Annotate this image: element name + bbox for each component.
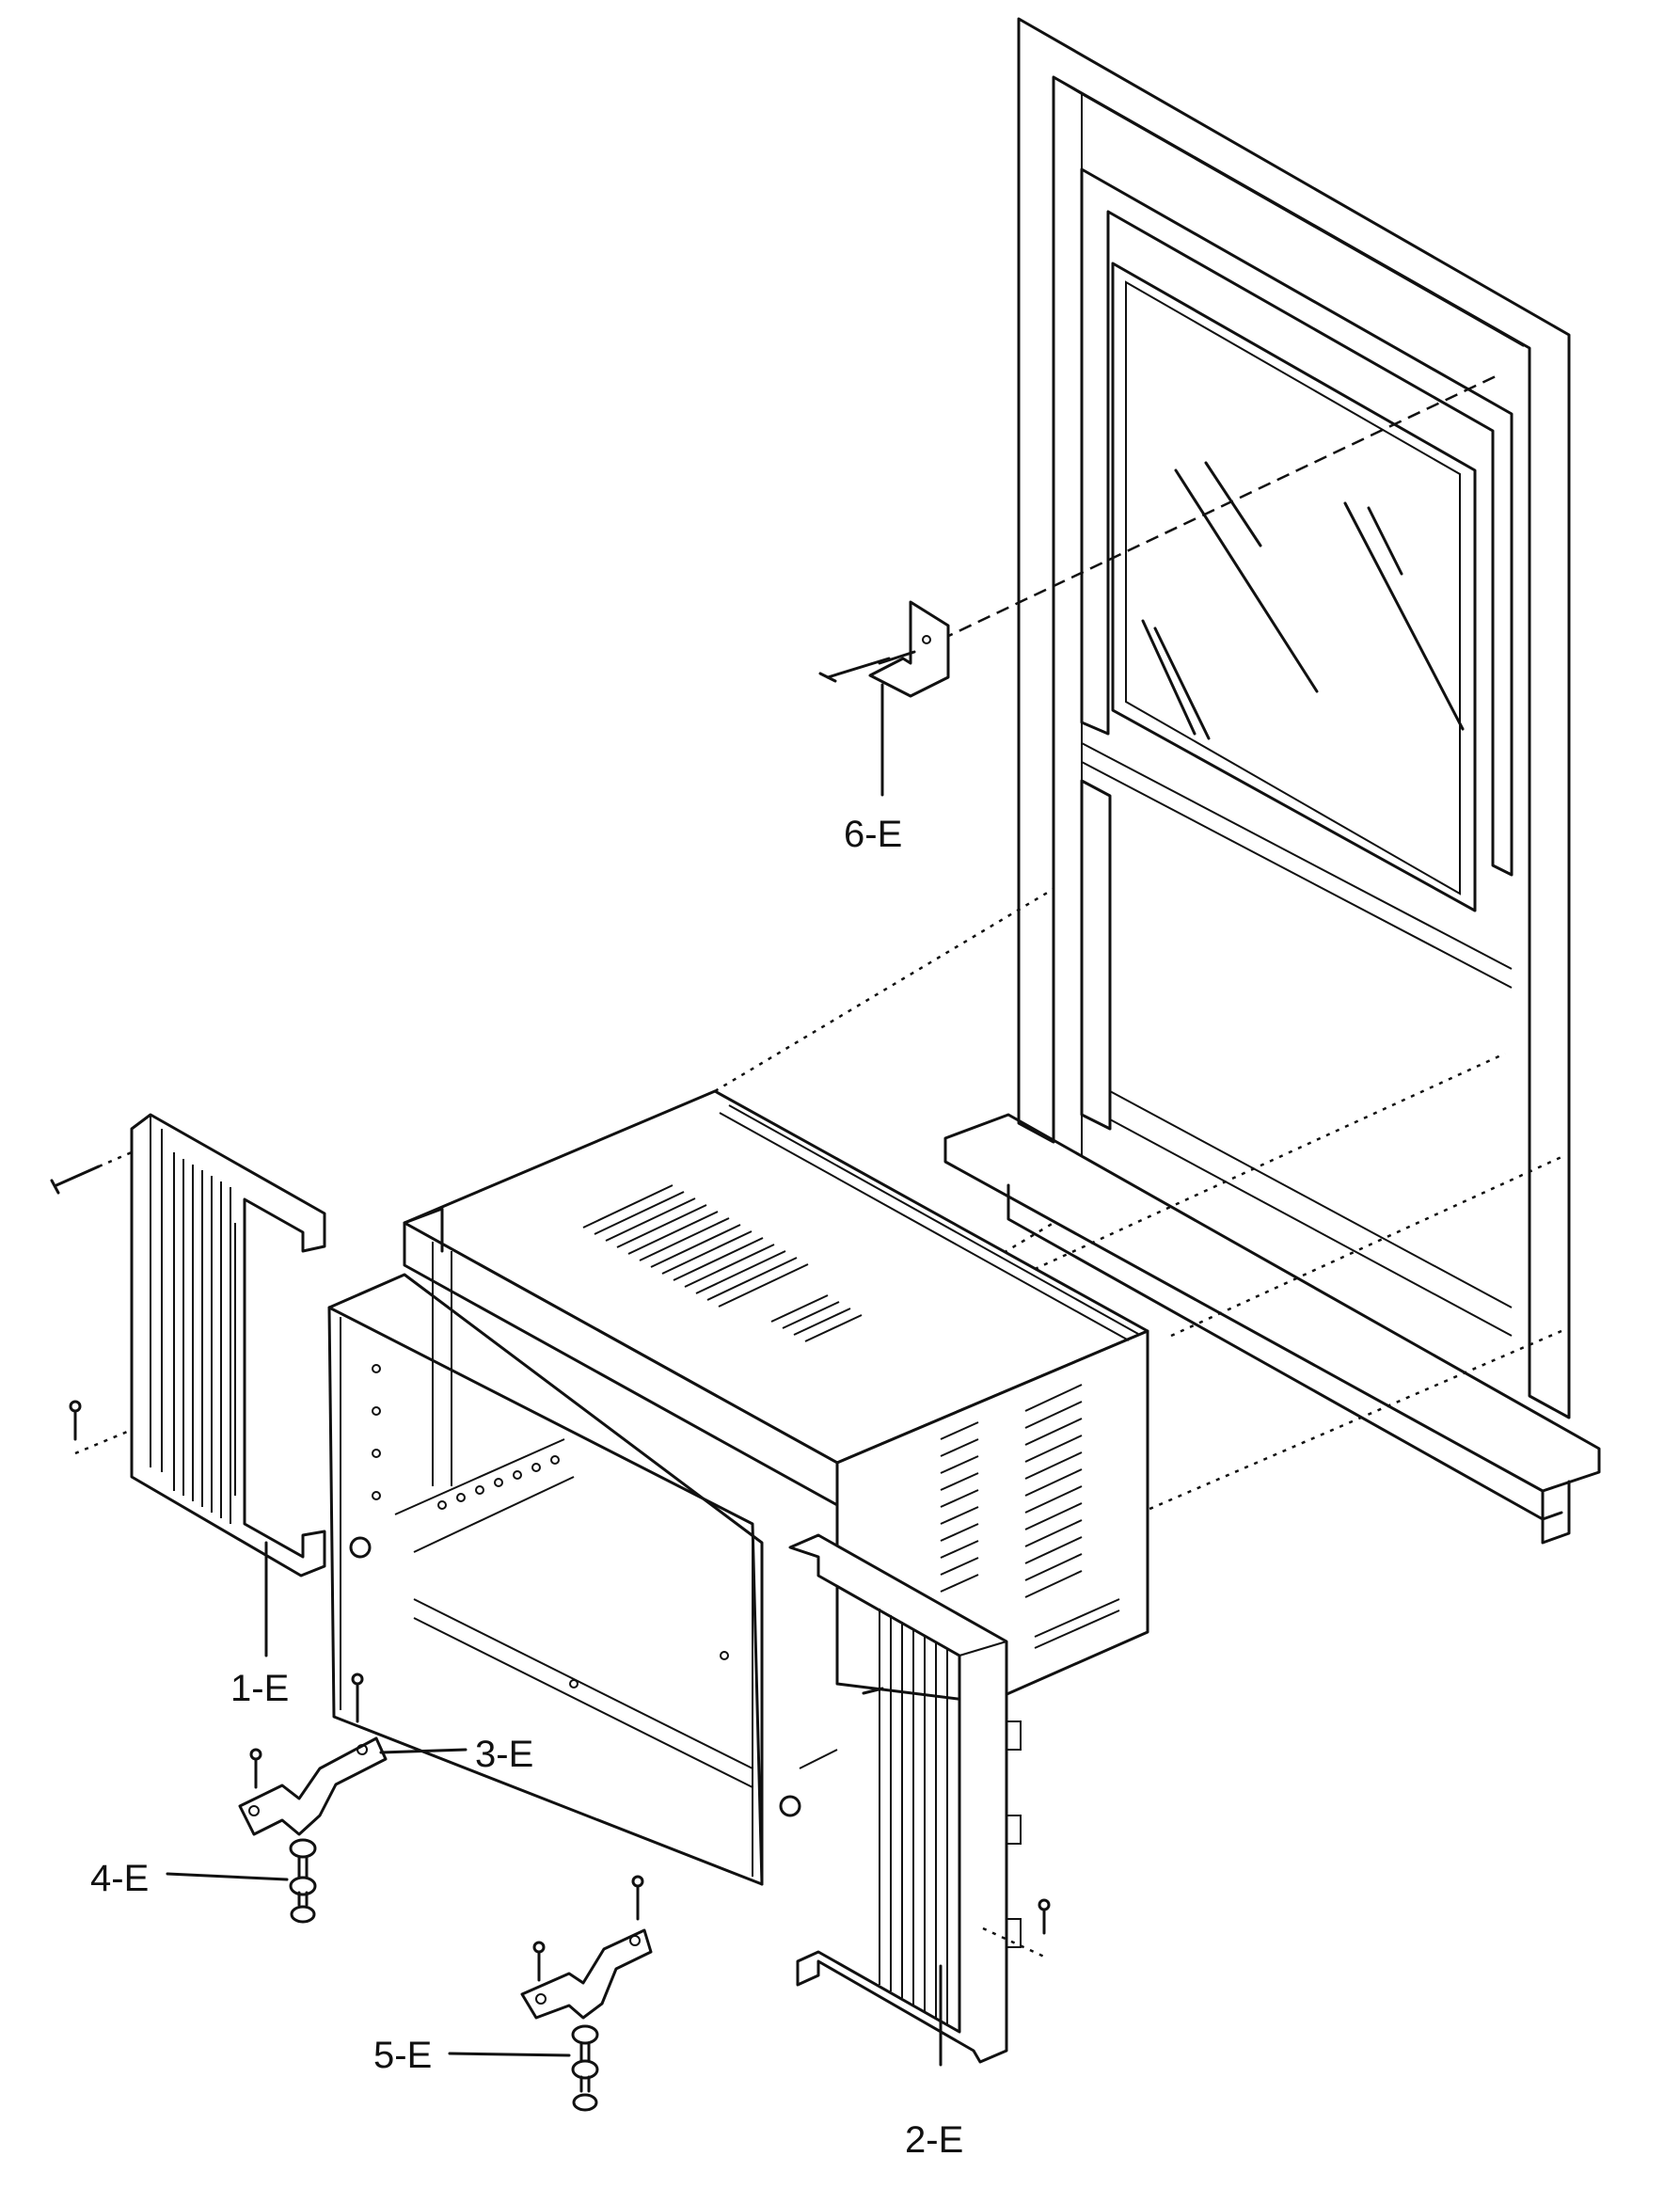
callout-label-2e: 2-E	[905, 2119, 963, 2161]
callout-label-3e: 3-E	[475, 1734, 533, 1775]
callout-label-1e: 1-E	[230, 1668, 289, 1709]
bolt-5e	[448, 2024, 599, 2112]
air-conditioner-unit	[327, 1089, 1149, 1886]
callout-label-6e: 6-E	[844, 814, 902, 855]
side-curtain-2e	[788, 1533, 1051, 2067]
callout-label-4e: 4-E	[90, 1858, 149, 1899]
support-bracket-lower	[520, 1875, 653, 2020]
angle-bracket-6e	[818, 600, 950, 797]
window-assembly	[943, 17, 1601, 1545]
side-curtain-1e	[50, 1113, 326, 1657]
support-bracket-3e	[238, 1673, 468, 1836]
callout-label-5e: 5-E	[373, 2035, 432, 2076]
bolt-4e	[166, 1838, 317, 1924]
